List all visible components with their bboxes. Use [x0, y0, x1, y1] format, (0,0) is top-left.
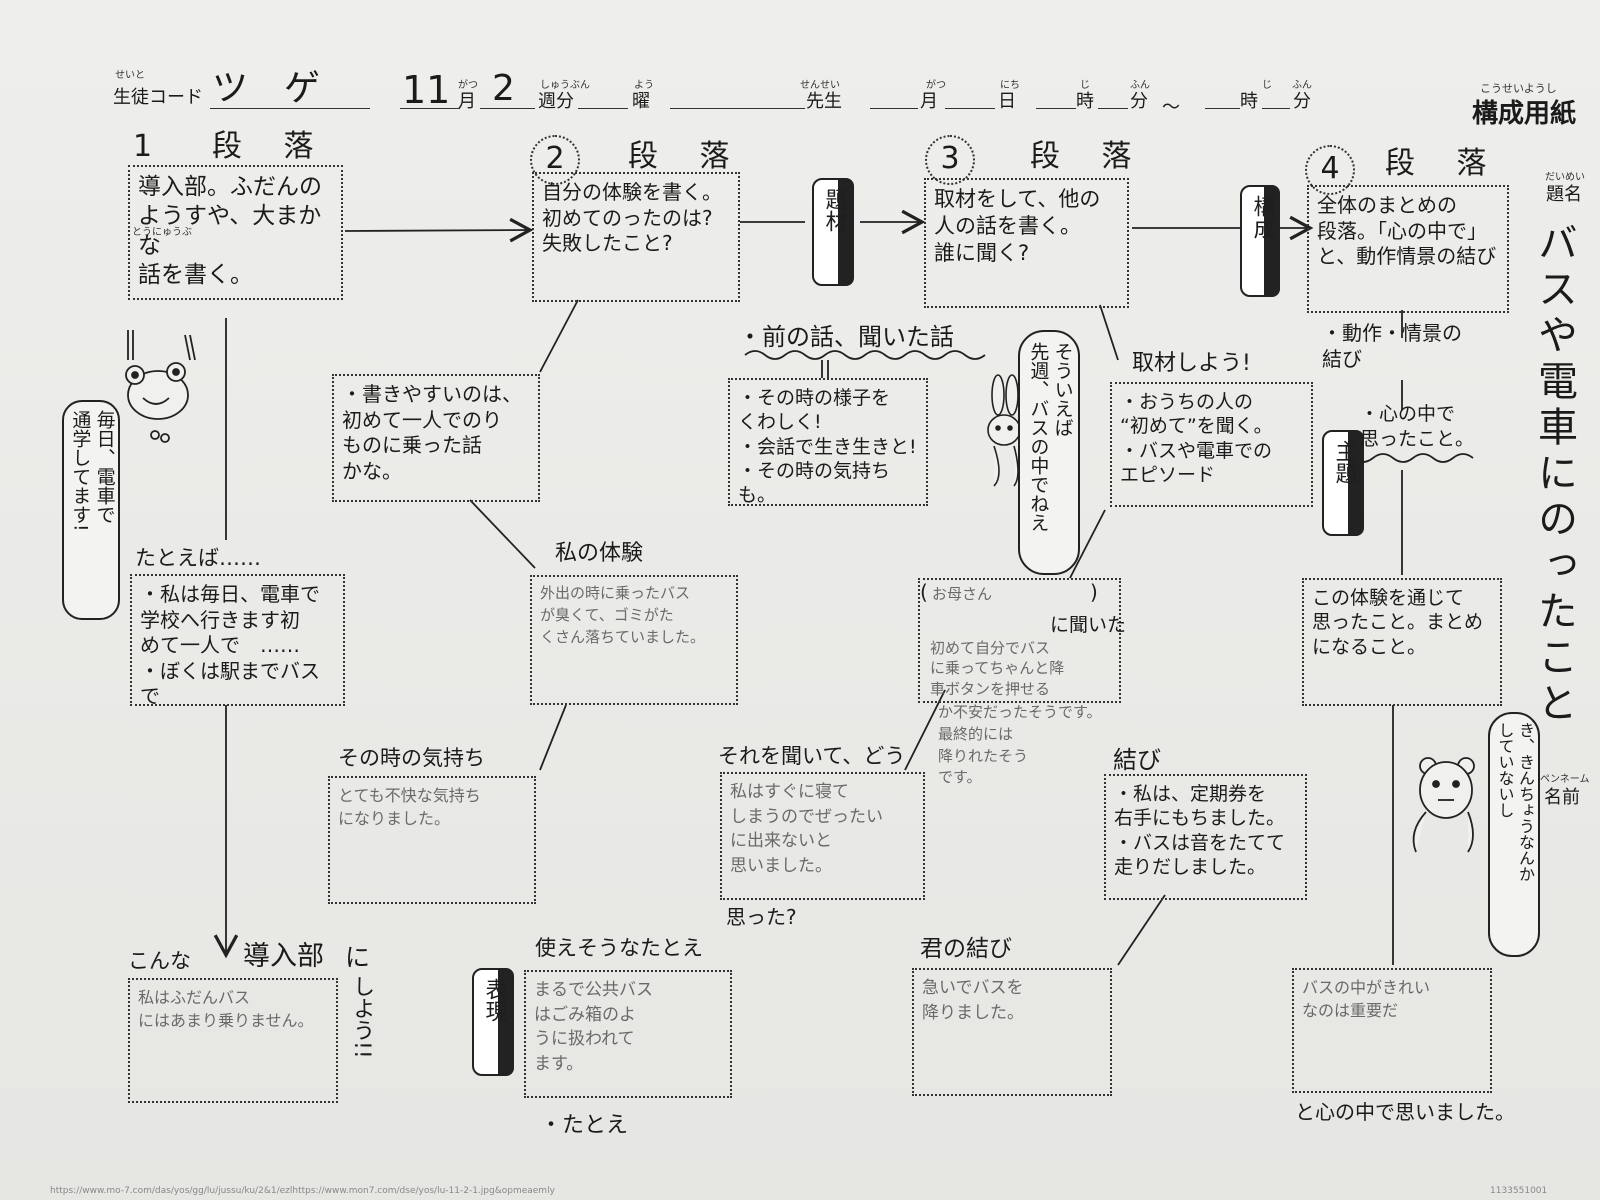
paragraph-3-box: 取材をして、他の 人の話を書く。 誰に聞く?	[924, 178, 1129, 308]
reaction-label: それを聞いて、どう	[718, 744, 906, 768]
your-ending-label: 君の結び	[920, 936, 1012, 962]
paragraph-2-label: 段 落	[628, 139, 746, 174]
title-label: 題名	[1546, 184, 1582, 205]
paragraph-2-box: 自分の体験を書く。 初めてのったのは? 失敗したこと?	[532, 172, 740, 302]
paragraph-1-ruby: とうにゅうぶ	[132, 227, 192, 238]
interview-heard-label: に聞いた	[1050, 614, 1127, 636]
paragraph-2-number: 2	[530, 135, 580, 185]
title-badge: 題材	[812, 178, 854, 286]
student-code-ruby: せいと	[115, 70, 145, 81]
paragraph-4-box: 全体のまとめの 段落。「心の中で」 と、動作情景の結び	[1307, 185, 1509, 313]
week-value[interactable]: 2	[492, 68, 515, 109]
student-code-label: 生徒コード	[113, 87, 203, 108]
summary-answer-box[interactable]: バスの中がきれい なのは重要だ	[1292, 968, 1492, 1093]
reaction-tail: 思った?	[726, 905, 797, 929]
interview-answer-box[interactable]	[918, 578, 1121, 703]
paragraph-3-number: 3	[925, 135, 975, 185]
paragraph-4-label: 段 落	[1385, 146, 1503, 181]
interview-answer-continued[interactable]: か不安だったそうです。 最終的には 降りれたそう です。	[938, 703, 1102, 787]
teacher-label: 先生	[806, 91, 842, 112]
frog-speech-bubble: 毎日、電車で 通学してます!	[62, 400, 120, 620]
paragraph-4-number: 4	[1305, 145, 1355, 195]
paragraph-3-label: 段 落	[1030, 139, 1148, 174]
interview-label: 取材しよう!	[1132, 351, 1251, 376]
month-value[interactable]: 11	[402, 68, 451, 112]
summary-tail: と心の中で思いました。	[1295, 1100, 1515, 1124]
simile-label: 使えそうなたとえ	[535, 936, 703, 960]
rabbit-doodle	[987, 374, 1021, 487]
interview-person[interactable]: お母さん	[932, 585, 993, 603]
your-ending-answer-box[interactable]: 急いでバスを 降りました。	[912, 968, 1112, 1096]
bear-speech-bubble: き、きんちょうなんか していないし	[1488, 712, 1540, 957]
footer-code: 1133551001	[1490, 1186, 1548, 1196]
sheet-title: 構成用紙	[1472, 99, 1577, 129]
rabbit-speech-bubble: そういえば 先週、バスの中でねえ	[1018, 330, 1080, 575]
column3-hint-box: ・その時の様子を くわしく! ・会話で生き生きと! ・その時の気持ちも。	[728, 378, 928, 506]
intro-tail: しよう!!	[349, 975, 375, 1059]
bear-doodle	[1412, 757, 1475, 853]
heart-label: ・心の中で 思ったこと。	[1360, 403, 1475, 450]
reaction-answer-box[interactable]: 私はすぐに寝て しまうのでぜったい に出来ないと 思いました。	[720, 772, 925, 900]
expression-badge: 表現	[472, 968, 514, 1076]
paragraph-1-label: 段 落	[212, 129, 330, 164]
structure-badge: 構成	[1240, 185, 1280, 297]
title-text[interactable]: バスや電車にのったこと	[1531, 222, 1577, 728]
interview-hint-box: ・おうちの人の “初めて”を聞く。 ・バスや電車での エピソード	[1110, 382, 1313, 507]
intro-answer-box[interactable]: 私はふだんバス にはあまり乗りません。	[128, 978, 338, 1103]
interview-answer[interactable]: 初めて自分でバス に乗ってちゃんと降 車ボタンを押せる	[930, 639, 1065, 698]
feeling-label: その時の気持ち	[338, 746, 485, 770]
simile-answer-box[interactable]: まるで公共バス はごみ箱のよ うに扱われて ます。	[524, 970, 732, 1098]
intro-label: 導入部	[243, 941, 324, 972]
heard-story-label: ・前の話、聞いた話	[738, 323, 954, 351]
example-box: ・私は毎日、電車で 学校へ行きます初 めて一人で …… ・ぼくは駅までバスで	[130, 574, 345, 708]
example-label: たとえば……	[135, 546, 261, 570]
column2-hint-box: ・書きやすいのは、 初めて一人でのり ものに乗った話 かな。	[332, 374, 540, 502]
paragraph-1-number: 1	[133, 129, 153, 164]
footer-url: https://www.mo-7.com/das/yos/gg/lu/jussu…	[50, 1186, 555, 1196]
feeling-answer-box[interactable]: とても不快な気持ち になりました。	[328, 776, 536, 904]
student-code-value[interactable]: ツ ゲ	[212, 68, 321, 109]
theme-badge: 主題	[1322, 430, 1364, 536]
paragraph-1-box: 導入部。ふだんの ようすや、大まかな 話を書く。	[128, 165, 343, 300]
simile-bullet: ・たとえ	[540, 1113, 629, 1138]
summary-hint-box: この体験を通じて 思ったこと。まとめ になること。	[1302, 578, 1502, 706]
action-scene-label: ・動作・情景の 結び	[1322, 321, 1462, 371]
experience-answer-box[interactable]: 外出の時に乗ったバス が臭くて、ゴミがた くさん落ちていました。	[530, 575, 738, 705]
frog-doodle	[125, 330, 196, 443]
name-label: 名前	[1544, 787, 1580, 808]
ending-example-box: ・私は、定期券を 右手にもちました。 ・バスは音をたてて 走りだしました。	[1104, 774, 1307, 900]
my-experience-label: 私の体験	[555, 541, 644, 566]
ending-label: 結び	[1113, 746, 1161, 774]
